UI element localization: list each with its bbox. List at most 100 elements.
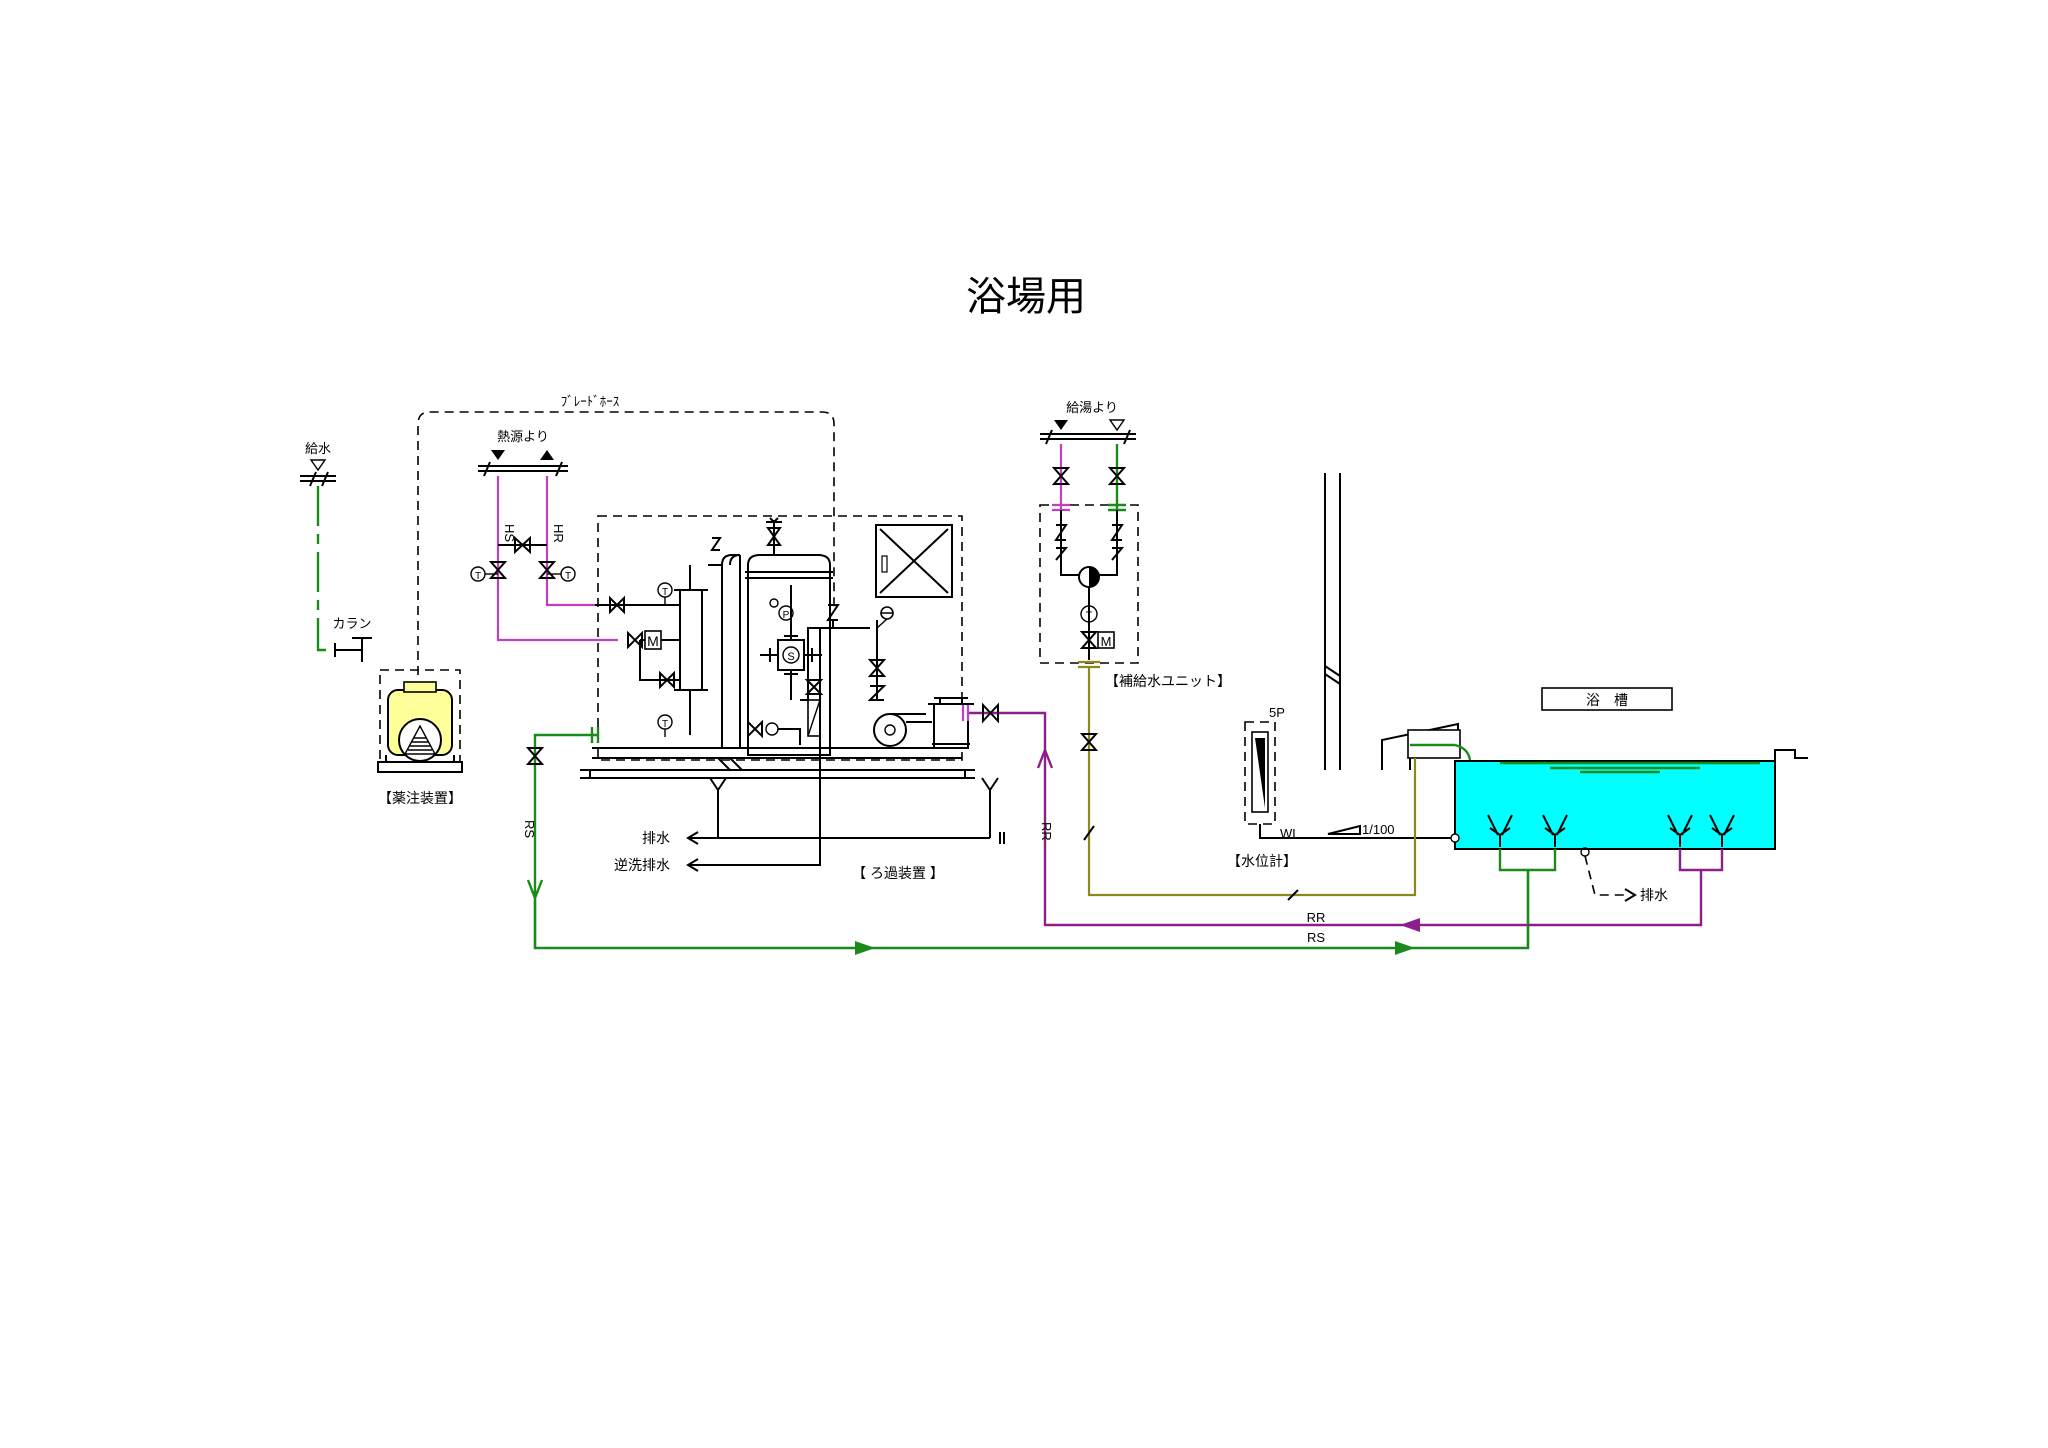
supply-from-filter bbox=[533, 733, 598, 948]
makeup-motor-valve-actuator bbox=[1097, 631, 1115, 649]
tub-drain-label: 排水 bbox=[1640, 887, 1668, 903]
bypass-valve-icon bbox=[514, 535, 531, 555]
overflow-water bbox=[1410, 743, 1472, 761]
slope-label: 1/100 bbox=[1362, 822, 1395, 837]
makeup-motor-valve-icon bbox=[1079, 631, 1099, 649]
bathtub-label: 浴 槽 bbox=[1586, 692, 1628, 708]
hs-pipe bbox=[496, 476, 618, 642]
filter-tank-top-detail bbox=[745, 571, 833, 579]
bathtub-label-box bbox=[1541, 687, 1673, 711]
filter-strainer-s: S bbox=[787, 651, 794, 663]
hot-supply-marker-2-icon bbox=[1108, 419, 1126, 432]
rs-vertical-label: RS bbox=[522, 820, 537, 838]
makeup-check-left-icon bbox=[1054, 524, 1069, 561]
diagram-title: 浴場用 bbox=[966, 275, 1086, 319]
rs-bottom-label: RS bbox=[1307, 930, 1325, 945]
pump-check-valve-icon bbox=[867, 685, 887, 701]
hot-supply-marker-1-icon bbox=[1054, 420, 1068, 430]
hx-thermometer-bottom-t: T bbox=[662, 719, 668, 730]
pressure-gauge-icon bbox=[778, 605, 794, 621]
rs-bottom-pipe bbox=[533, 870, 1530, 950]
filter-strainer-flanges bbox=[769, 635, 813, 675]
supply-valve-icon bbox=[525, 747, 545, 765]
drain-main-line bbox=[688, 832, 1005, 844]
slope-icon bbox=[1327, 824, 1361, 835]
makeup-outlet-pipe bbox=[1087, 667, 1417, 897]
air-vent-valve-icon bbox=[766, 517, 782, 555]
makeup-valve-right-icon bbox=[1107, 467, 1127, 485]
bathtub-water bbox=[1454, 760, 1776, 850]
jet-4-icon bbox=[1709, 814, 1735, 847]
faucet-icon bbox=[334, 637, 372, 662]
chemical-unit-base bbox=[377, 755, 463, 773]
makeup-valve-left-icon bbox=[1051, 467, 1071, 485]
braided-hose-label: ﾌﾞﾚｰﾄﾞﾎｰｽ bbox=[561, 394, 620, 409]
drain-arrow-icon bbox=[686, 831, 699, 845]
pressure-gauge-p: P bbox=[783, 610, 790, 621]
tub-drain-arrow-icon bbox=[1624, 888, 1637, 902]
drain-funnel-1 bbox=[709, 777, 727, 838]
rr-arrow-up-icon bbox=[1036, 746, 1054, 769]
water-supply-header bbox=[300, 471, 336, 487]
water-supply-marker-icon bbox=[309, 459, 327, 472]
pump-valve-icon bbox=[867, 659, 887, 677]
water-supply-pipe bbox=[316, 486, 335, 652]
tub-return-manifold bbox=[1528, 849, 1724, 927]
circulation-pump-outlet bbox=[890, 713, 932, 723]
filtration-base bbox=[580, 769, 975, 779]
faucet-label: カラン bbox=[332, 616, 371, 631]
column-check-valve-icon bbox=[710, 537, 722, 551]
chemical-pump-triangle-icon bbox=[403, 724, 437, 755]
rr-bottom-label: RR bbox=[1307, 910, 1326, 925]
heat-exchanger bbox=[679, 589, 703, 691]
pump-pressure-gauge-needle bbox=[876, 612, 893, 629]
hs-label: HS bbox=[502, 524, 517, 542]
backwash-label: 逆洗排水 bbox=[614, 857, 670, 873]
tub-supply-manifold bbox=[1498, 849, 1557, 948]
jet-1-icon bbox=[1487, 814, 1513, 847]
hx-valve-2-icon bbox=[659, 670, 675, 690]
supply-flange bbox=[590, 727, 600, 743]
makeup-break-mark bbox=[1083, 825, 1299, 901]
bathtub-rim bbox=[1774, 749, 1808, 761]
control-panel-cross bbox=[879, 528, 949, 594]
braided-hose-line bbox=[417, 411, 835, 675]
heat-exchanger-primary bbox=[595, 604, 680, 681]
hr-valve-icon bbox=[537, 561, 557, 579]
hot-supply-header bbox=[1040, 429, 1136, 445]
heat-source-hs-marker-icon bbox=[491, 450, 505, 460]
rr-arrow-left-icon bbox=[1400, 918, 1420, 932]
backwash-arrow-icon bbox=[686, 858, 699, 872]
chemical-unit-label: 【薬注装置】 bbox=[378, 790, 462, 806]
makeup-motor-valve-m: M bbox=[1101, 634, 1112, 649]
filter-strainer-icon bbox=[782, 646, 800, 664]
rs-arrow-2-icon bbox=[1395, 941, 1415, 955]
filtration-unit-frame bbox=[597, 515, 963, 761]
makeup-mixing-valve-fill bbox=[1089, 567, 1099, 587]
rr-bottom-pipe bbox=[1043, 905, 1528, 927]
makeup-unit-label: 【補給水ユニット】 bbox=[1105, 673, 1231, 689]
level-gauge-line bbox=[1259, 824, 1455, 839]
building-wall bbox=[1324, 473, 1341, 770]
drain-label: 排水 bbox=[642, 830, 670, 846]
return-flange bbox=[961, 705, 970, 721]
makeup-valve-lower-icon bbox=[1079, 733, 1099, 751]
motor-valve-icon bbox=[627, 630, 643, 650]
rr-vertical-label: RR bbox=[1039, 822, 1054, 841]
control-panel-handle bbox=[881, 555, 888, 573]
filtration-base-upper bbox=[592, 747, 962, 759]
backwash-pipe bbox=[688, 628, 821, 866]
wl-label: WL bbox=[1280, 826, 1300, 841]
filter-pump-gauge-top-icon bbox=[769, 598, 779, 608]
makeup-thermometer-icon bbox=[1080, 605, 1098, 623]
drain-funnel-2 bbox=[981, 777, 999, 838]
hx-thermometer-top-t: T bbox=[662, 587, 668, 598]
filtration-unit-label: 【 ろ過装置 】 bbox=[852, 865, 944, 881]
motor-valve-m: M bbox=[647, 633, 659, 649]
hr-pipe bbox=[545, 476, 595, 607]
makeup-outlet-flange bbox=[1078, 660, 1100, 669]
heat-source-hr-marker-icon bbox=[540, 450, 554, 460]
base-pipe-return bbox=[717, 757, 743, 771]
hair-catcher-lid bbox=[928, 697, 974, 745]
